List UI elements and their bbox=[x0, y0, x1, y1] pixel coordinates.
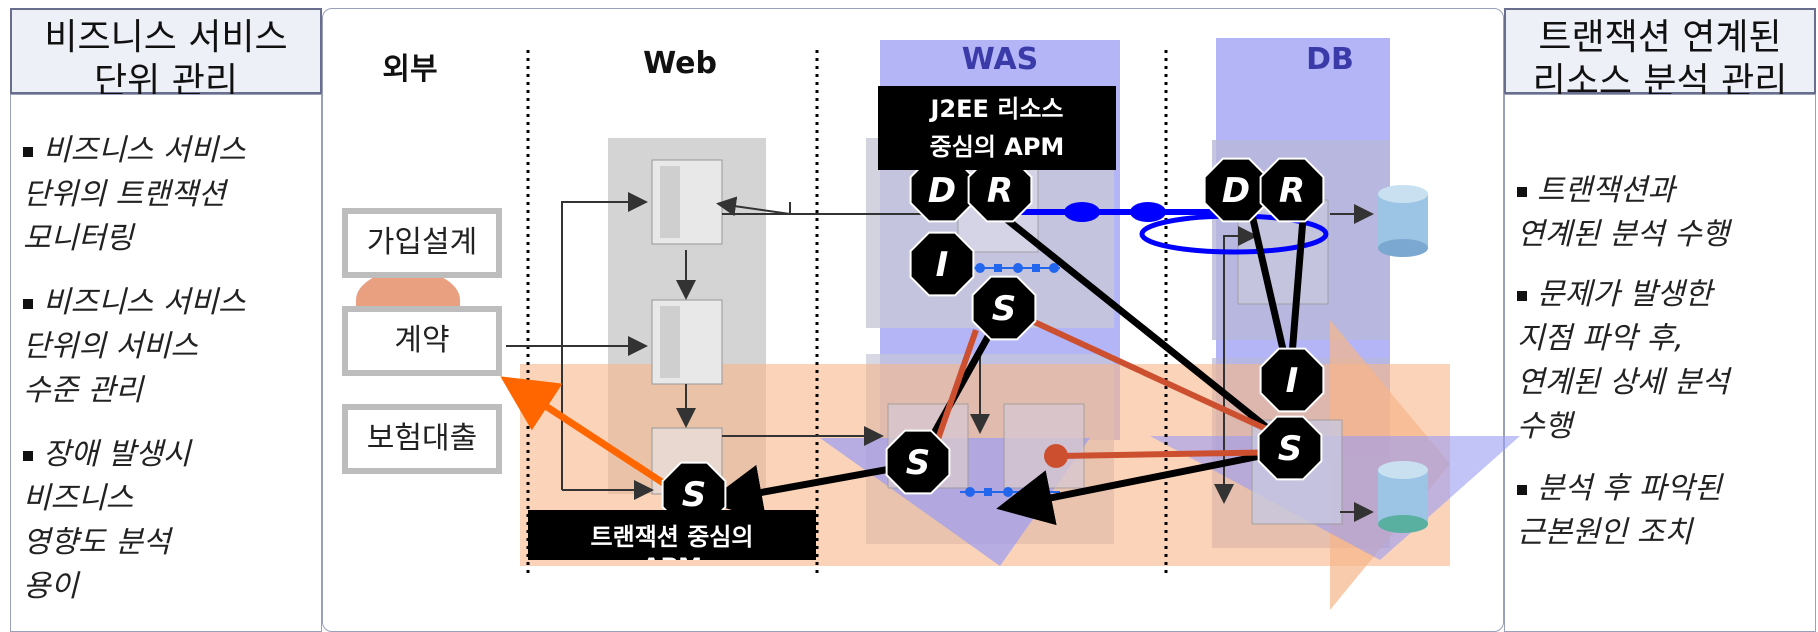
orange-arrow bbox=[500, 376, 676, 493]
bullet-square-icon bbox=[1517, 290, 1527, 301]
node-d-was-label: D bbox=[928, 171, 956, 211]
right-bullet-2-line2: 지점 파악 후, bbox=[1517, 321, 1684, 356]
right-panel-title: 트랜잭션 연계된 리소스 분석 관리 bbox=[1504, 8, 1816, 102]
left-bullet-3-line2: 비즈니스 bbox=[23, 481, 134, 516]
node-r-was-label: R bbox=[987, 171, 1013, 211]
left-bullet-3-line3: 영향도 분석 bbox=[23, 525, 171, 560]
bullet-square-icon bbox=[23, 298, 33, 309]
j2ee-apm-label: J2EE 리소스 중심의 APM bbox=[878, 86, 1116, 170]
bullet-square-icon bbox=[1517, 186, 1527, 197]
left-bullet-1-line1: 비즈니스 서비스 bbox=[43, 133, 246, 168]
node-r-db-shape bbox=[1259, 157, 1325, 223]
left-bullet-1-line2: 단위의 트랜잭션 bbox=[23, 177, 226, 212]
external-box-contract: 계약 bbox=[342, 306, 502, 376]
bullet-square-icon bbox=[23, 146, 33, 157]
column-label-web: Web bbox=[643, 46, 717, 81]
node-d-db-label: D bbox=[1222, 171, 1250, 211]
j2ee-label-line2: 중심의 APM bbox=[929, 133, 1065, 161]
node-s-was-top-shape bbox=[971, 275, 1037, 341]
left-bullet-3-line4: 용이 bbox=[23, 569, 79, 604]
node-d-was-shape bbox=[909, 157, 975, 223]
right-bullet-2-line3: 연계된 상세 분석 bbox=[1517, 365, 1730, 400]
database-icon-1 bbox=[1378, 185, 1428, 257]
node-d-db-shape bbox=[1203, 157, 1269, 223]
bullet-square-icon bbox=[1517, 484, 1527, 495]
red-marker-dot bbox=[1044, 444, 1068, 468]
node-i-db-label: I bbox=[1286, 361, 1299, 401]
left-bullet-2-line2: 단위의 서비스 bbox=[23, 329, 199, 364]
left-bullet-1: 비즈니스 서비스 단위의 트랜잭션 모니터링 bbox=[23, 129, 246, 261]
node-i-db-shape bbox=[1259, 347, 1325, 413]
web-server-icon-1 bbox=[651, 159, 723, 245]
right-panel: 트랜잭션과 연계된 분석 수행 문제가 발생한 지점 파악 후, 연계된 상세 … bbox=[1504, 94, 1816, 632]
column-label-db: DB bbox=[1306, 42, 1354, 77]
left-bullet-3: 장애 발생시 비즈니스 영향도 분석 용이 bbox=[23, 433, 191, 609]
db-blue-link bbox=[1016, 202, 1329, 255]
node-i-was-shape bbox=[909, 231, 975, 297]
thin-connectors bbox=[506, 192, 1374, 522]
left-title-line1: 비즈니스 서비스 bbox=[44, 17, 288, 58]
database-icon-2 bbox=[1378, 461, 1428, 533]
external-box-loan: 보험대출 bbox=[342, 404, 502, 474]
right-bullet-3-line2: 근본원인 조치 bbox=[1517, 515, 1693, 550]
left-bullet-2-line1: 비즈니스 서비스 bbox=[43, 285, 246, 320]
web-server-icon-2 bbox=[651, 299, 723, 385]
node-r-db-label: R bbox=[1279, 171, 1305, 211]
left-panel: 비즈니스 서비스 단위의 트랜잭션 모니터링 비즈니스 서비스 단위의 서비스 … bbox=[10, 94, 322, 632]
bullet-square-icon bbox=[23, 450, 33, 461]
left-bullet-3-line1: 장애 발생시 bbox=[43, 437, 191, 472]
right-bullet-3: 분석 후 파악된 근본원인 조치 bbox=[1517, 467, 1722, 555]
column-label-was: WAS bbox=[961, 42, 1039, 77]
right-bullet-3-line1: 분석 후 파악된 bbox=[1537, 471, 1722, 506]
node-s-was-bottom-label: S bbox=[906, 443, 931, 483]
right-bullet-1: 트랜잭션과 연계된 분석 수행 bbox=[1517, 169, 1729, 257]
left-bullet-2: 비즈니스 서비스 단위의 서비스 수준 관리 bbox=[23, 281, 246, 413]
tx-label-line2: APM bbox=[528, 552, 816, 560]
node-r-was-shape bbox=[967, 157, 1033, 223]
right-title-line1: 트랜잭션 연계된 bbox=[1538, 17, 1782, 58]
node-s-was-top-label: S bbox=[992, 289, 1017, 329]
right-bullet-2-line1: 문제가 발생한 bbox=[1537, 277, 1713, 312]
node-s-db-shape bbox=[1257, 415, 1323, 481]
right-bullet-1-line2: 연계된 분석 수행 bbox=[1517, 217, 1730, 252]
column-label-external: 외부 bbox=[382, 52, 438, 87]
node-s-was-bottom-shape bbox=[885, 429, 951, 495]
right-bullet-2-line4: 수행 bbox=[1517, 409, 1573, 444]
left-bullet-2-line3: 수준 관리 bbox=[23, 373, 143, 408]
left-bullet-1-line3: 모니터링 bbox=[23, 221, 134, 256]
transaction-apm-label: 트랜잭션 중심의 APM bbox=[528, 510, 816, 560]
node-s-db-label: S bbox=[1278, 429, 1303, 469]
node-s-web-label: S bbox=[682, 475, 707, 515]
right-bullet-2: 문제가 발생한 지점 파악 후, 연계된 상세 분석 수행 bbox=[1517, 273, 1729, 449]
right-bullet-1-line1: 트랜잭션과 bbox=[1537, 173, 1675, 208]
node-i-was-label: I bbox=[936, 245, 949, 285]
tx-label-line1: 트랜잭션 중심의 bbox=[590, 523, 754, 551]
j2ee-label-line1: J2EE 리소스 bbox=[930, 95, 1064, 123]
was-server-icon-3 bbox=[1003, 403, 1085, 489]
external-box-subscription: 가입설계 bbox=[342, 208, 502, 278]
